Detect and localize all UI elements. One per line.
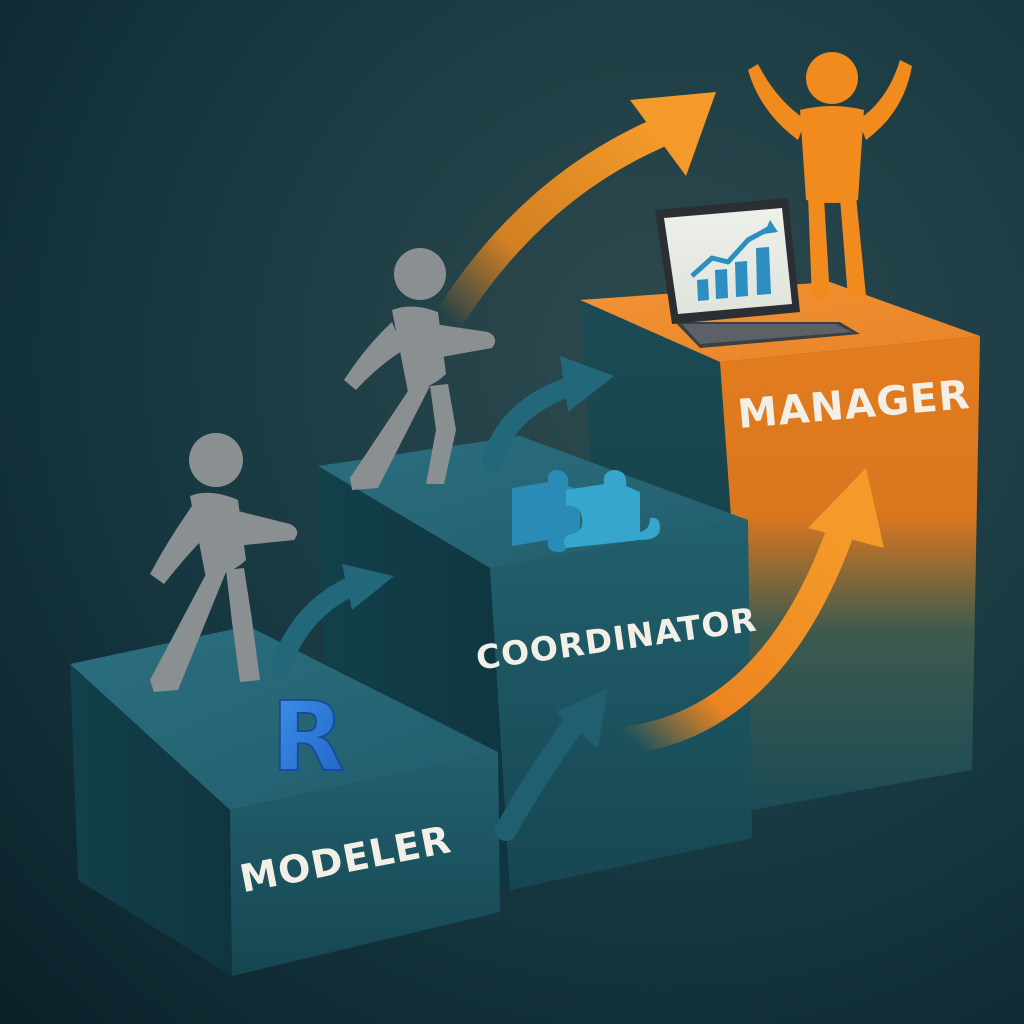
step-coordinator-front xyxy=(490,520,752,890)
manager-figure-icon xyxy=(748,52,912,300)
step-manager-front xyxy=(720,336,980,810)
revit-r-icon: R xyxy=(270,680,346,794)
arrow-big-upper xyxy=(433,92,716,335)
laptop-chart-trend-line xyxy=(690,225,772,278)
step-modeler-front xyxy=(230,752,500,976)
laptop-chart-bars xyxy=(697,247,771,301)
arrow-modeler-front-up xyxy=(495,688,608,841)
walking-figure-lower-icon xyxy=(150,433,298,692)
arrow-modeler-to-coordinator xyxy=(270,564,394,678)
laptop-growth-chart-icon xyxy=(655,198,860,348)
arrow-coordinator-to-manager xyxy=(482,356,614,472)
svg-text:R: R xyxy=(271,681,345,793)
walking-figure-upper-icon xyxy=(344,248,496,490)
puzzle-icon xyxy=(512,470,660,552)
step-modeler-left-side xyxy=(70,664,232,976)
arrow-big-lower xyxy=(616,468,884,754)
